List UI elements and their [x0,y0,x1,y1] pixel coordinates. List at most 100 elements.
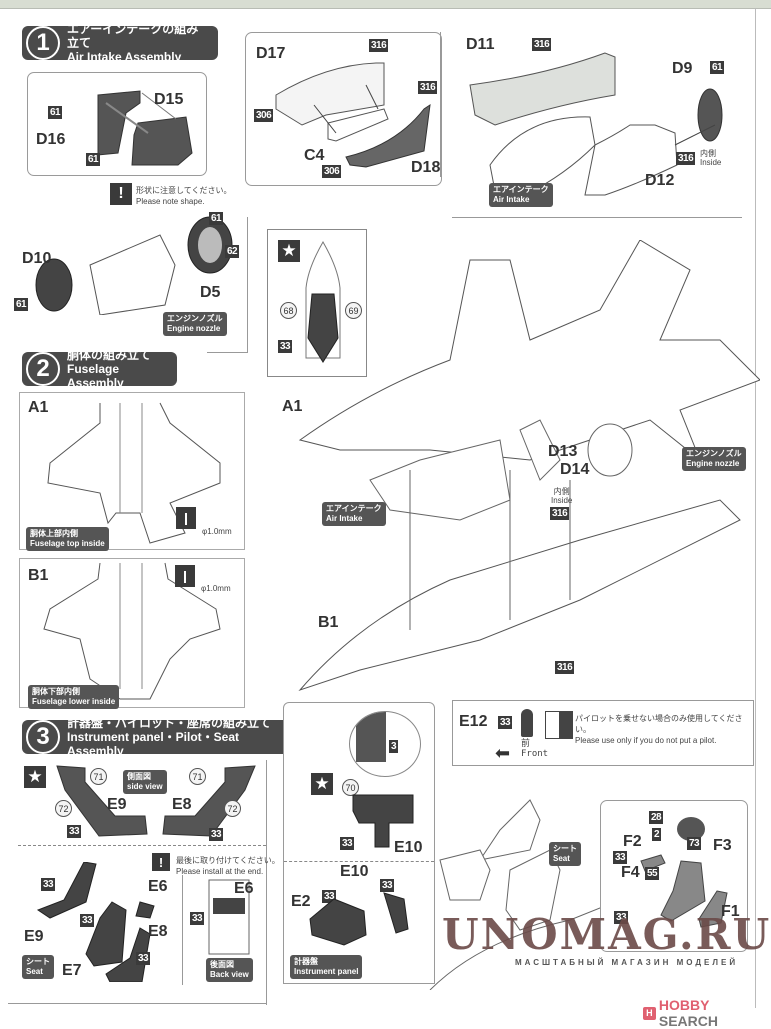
part-label: E9 [24,928,44,945]
color-code: 33 [136,952,151,965]
part-label: D10 [22,250,52,267]
pilot-drawing [640,817,728,928]
warning-icon: ! [152,853,170,871]
panel-c-border [440,32,442,177]
color-code: 33 [613,851,628,864]
part-label: E10 [394,839,423,856]
arrow-icon [545,711,573,739]
part-label: F3 [713,837,732,854]
warning-icon: ! [110,183,132,205]
color-code-circle: 71 [189,768,206,785]
step-title-jp: 胴体の組み立て [67,348,152,362]
arrow-left-icon: ⬅ [495,743,511,763]
step2-header: 2 胴体の組み立て Fuselage Assembly [22,348,177,390]
intake-duct-drawing [469,52,723,196]
part-label: E8 [172,796,192,813]
color-code: 306 [254,109,274,122]
intake-parts-drawing [275,62,431,168]
right-border [755,8,756,1008]
step-title-en: Instrument panel・Pilot・Seat Assembly [67,730,240,758]
part-label: D9 [672,60,693,77]
pilot-note: パイロットを乗せない場合のみ使用してください。Please use only i… [575,714,743,745]
fuselage-main-drawing [298,240,760,692]
part-label: E2 [291,893,311,910]
step1-header: 1 エアーインテークの組み立て Air Intake Assembly [22,22,218,64]
cockpit-install-drawing [429,799,620,990]
instrument-panel-drawing [352,794,414,848]
divider [247,217,248,353]
part-label: D16 [36,131,66,148]
color-code: 316 [676,152,696,165]
part-label: D15 [154,91,184,108]
color-code: 33 [278,340,293,353]
color-code-circle: 72 [55,800,72,817]
step-number: 2 [26,352,60,386]
color-code: 316 [550,507,570,520]
watermark-subtext: МАСШТАБНЫЙ МАГАЗИН МОДЕЛЕЙ [515,958,739,967]
part-label: E6 [234,880,254,897]
part-label: F1 [721,903,740,920]
dashed-divider [284,861,434,862]
hobby-search-logo: H HOBBY SEARCH [643,997,771,1029]
color-code: 33 [209,828,224,841]
part-label: B1 [318,614,339,631]
color-code: 33 [41,878,56,891]
color-code: 316 [418,81,438,94]
star-icon: ★ [311,773,333,795]
drill-icon [175,565,195,587]
color-code-circle: 68 [280,302,297,319]
star-icon: ★ [24,766,46,788]
divider [266,760,267,1005]
logo-hobby: HOBBY [658,997,710,1013]
part-label: C4 [304,147,325,164]
fuselage-top-drawing [47,402,221,544]
watermark-text: UNOMAG.RU [442,910,771,959]
color-code: 306 [322,165,342,178]
step-number: 3 [26,720,60,754]
divider [207,352,247,353]
logo-icon: H [643,1006,656,1020]
part-label: A1 [28,399,49,416]
fuselage-lower-drawing [43,562,221,700]
color-code: 33 [380,879,395,892]
color-code: 316 [555,661,575,674]
color-code: 61 [48,106,63,119]
part-label: E9 [107,796,127,813]
color-code: 28 [649,811,664,824]
drill-icon [176,507,196,529]
part-label: E8 [148,923,168,940]
part-label: D14 [560,461,590,478]
color-code: 33 [498,716,513,729]
color-code: 62 [225,245,240,258]
shape-note: 形状に注意してください。Please note shape. [136,186,232,206]
color-code: 61 [710,61,725,74]
seat-back-view-drawing [208,879,250,955]
color-code: 61 [14,298,29,311]
panel-d17-c4-d18: D17 C4 D18 316 316 306 306 [245,32,442,186]
color-code: 61 [86,153,101,166]
dashed-divider [18,845,266,846]
color-code: 33 [614,911,629,924]
part-label: A1 [282,398,303,415]
color-code: 316 [532,38,552,51]
panel-edge [356,712,386,762]
part-label: F2 [623,833,642,850]
part-label: B1 [28,567,49,584]
star-icon: ★ [278,240,300,262]
color-code: 33 [67,825,82,838]
panel-pilot: 28 2 73 33 55 33 F2 F3 F4 F1 [600,800,748,952]
part-label: D17 [256,45,286,62]
step3-header: 3 計器盤・パイロット・座席の組み立て Instrument panel・Pil… [22,716,297,758]
seat-assembly-drawing [36,862,155,982]
color-code: 33 [340,837,355,850]
